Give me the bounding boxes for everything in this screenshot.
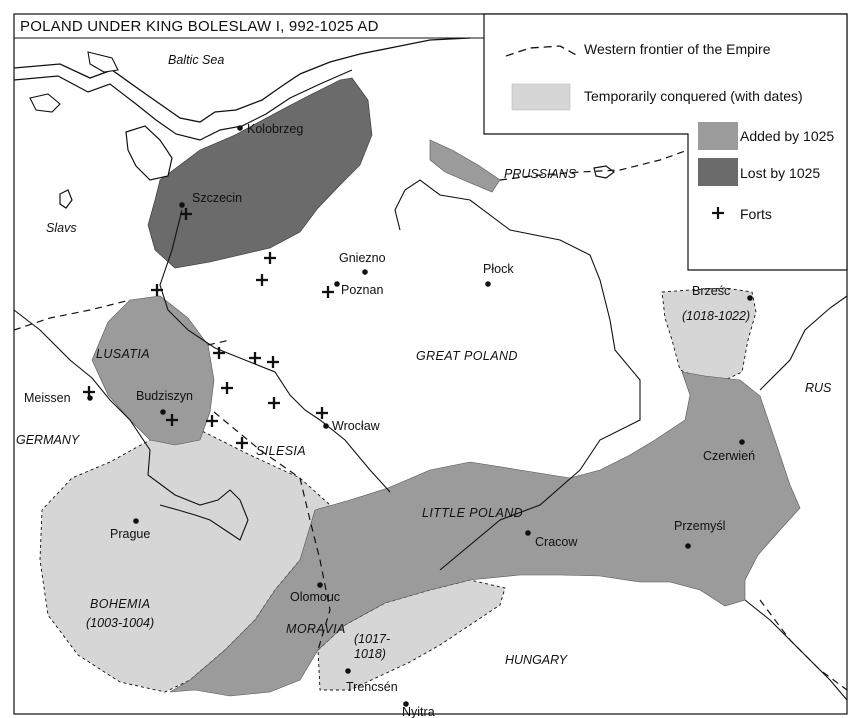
label-bohemia-dates: (1003-1004) xyxy=(86,616,154,630)
label-silesia: SILESIA xyxy=(256,444,306,458)
city-brzesc: Brześc xyxy=(692,284,730,298)
city-wroclaw: Wrocław xyxy=(332,419,381,433)
legend-frontier-swatch xyxy=(505,45,579,57)
label-rus: RUS xyxy=(805,381,832,395)
fort-marker xyxy=(206,415,218,427)
city-meissen: Meissen xyxy=(24,391,71,405)
region-prussian-strip xyxy=(429,139,501,193)
fort-marker xyxy=(221,382,233,394)
prussia-lake xyxy=(593,165,615,179)
river-vistula xyxy=(394,179,641,571)
label-lusatia: LUSATIA xyxy=(96,347,150,361)
label-germany: GERMANY xyxy=(16,433,81,447)
label-bohemia: BOHEMIA xyxy=(90,597,150,611)
fort-marker xyxy=(249,352,261,364)
city-plock: Płock xyxy=(483,262,514,276)
baltic-coastline xyxy=(13,37,471,123)
city-dot xyxy=(160,409,166,415)
city-dot xyxy=(485,281,491,287)
label-slovakia-dates-2: 1018) xyxy=(354,647,386,661)
city-dot xyxy=(334,281,340,287)
fort-marker xyxy=(236,437,248,449)
legend-box xyxy=(483,13,848,271)
city-dot xyxy=(345,668,351,674)
region-lusatia xyxy=(91,295,215,446)
legend-frontier-label: Western frontier of the Empire xyxy=(584,41,771,57)
label-little-poland: LITTLE POLAND xyxy=(422,506,523,520)
legend-added-swatch xyxy=(698,122,738,150)
city-olomouc: Olomouc xyxy=(290,590,340,604)
label-baltic-sea: Baltic Sea xyxy=(168,53,224,67)
city-przemysl: Przemyśl xyxy=(674,519,725,533)
city-dot xyxy=(525,530,531,536)
region-brzesc xyxy=(661,287,757,381)
fort-marker xyxy=(180,208,192,220)
city-gniezno: Gniezno xyxy=(339,251,386,265)
legend-fort-icon xyxy=(712,207,724,219)
river-east xyxy=(759,295,848,391)
city-dot xyxy=(747,295,753,301)
city-dot xyxy=(685,543,691,549)
city-kolobrzeg: Kolobrzeg xyxy=(247,122,303,136)
map-title: POLAND UNDER KING BOLESLAW I, 992-1025 A… xyxy=(20,18,379,35)
city-poznan: Poznan xyxy=(341,283,383,297)
city-dots xyxy=(87,125,753,707)
label-great-poland: GREAT POLAND xyxy=(416,349,518,363)
fort-marker xyxy=(267,356,279,368)
east-frontier xyxy=(499,149,848,691)
fort-marker xyxy=(256,274,268,286)
label-slavs: Slavs xyxy=(46,221,77,235)
legend-temporary-swatch xyxy=(511,83,571,111)
city-prague: Prague xyxy=(110,527,150,541)
city-szczecin: Szczecin xyxy=(192,191,242,205)
river-elbe xyxy=(13,309,249,541)
fort-marker xyxy=(268,397,280,409)
fort-marker xyxy=(264,252,276,264)
fort-marker xyxy=(316,407,328,419)
city-dot xyxy=(362,269,368,275)
label-moravia: MORAVIA xyxy=(286,622,346,636)
fort-marker xyxy=(213,347,225,359)
city-budziszyn: Budziszyn xyxy=(136,389,193,403)
legend-forts-label: Forts xyxy=(740,206,772,222)
river-dniester xyxy=(744,599,848,701)
legend-temporary-label: Temporarily conquered (with dates) xyxy=(584,88,803,104)
coast-island-2 xyxy=(29,93,61,113)
slavs-lake xyxy=(59,189,73,209)
city-dot xyxy=(403,701,409,707)
city-dot xyxy=(133,518,139,524)
baltic-coastline-inner xyxy=(13,69,353,141)
fort-marker xyxy=(166,414,178,426)
city-dot xyxy=(237,125,243,131)
city-trencsen: Trencsén xyxy=(346,680,398,694)
coast-island-1 xyxy=(87,51,119,73)
city-czerwien: Czerwień xyxy=(703,449,755,463)
fort-marker xyxy=(151,284,163,296)
region-pomerania xyxy=(147,77,373,269)
region-bohemia xyxy=(39,429,331,693)
legend-lost-label: Lost by 1025 xyxy=(740,165,820,181)
city-cracow: Cracow xyxy=(535,535,578,549)
city-dot xyxy=(179,202,185,208)
city-dot xyxy=(87,395,93,401)
oder-lagoon xyxy=(125,125,173,181)
region-moravia-little-poland xyxy=(169,371,801,697)
label-brzesc-dates: (1018-1022) xyxy=(682,309,750,323)
label-slovakia-dates-1: (1017- xyxy=(354,632,390,646)
city-dot xyxy=(317,582,323,588)
city-dot xyxy=(739,439,745,445)
city-dot xyxy=(323,423,329,429)
fort-marker xyxy=(322,286,334,298)
map-border xyxy=(13,13,848,715)
label-hungary: HUNGARY xyxy=(505,653,569,667)
label-prussians: PRUSSIANS xyxy=(504,167,577,181)
legend-added-label: Added by 1025 xyxy=(740,128,834,144)
fort-markers xyxy=(83,208,334,449)
legend-lost-swatch xyxy=(698,158,738,186)
city-nyitra: Nyitra xyxy=(402,705,435,718)
